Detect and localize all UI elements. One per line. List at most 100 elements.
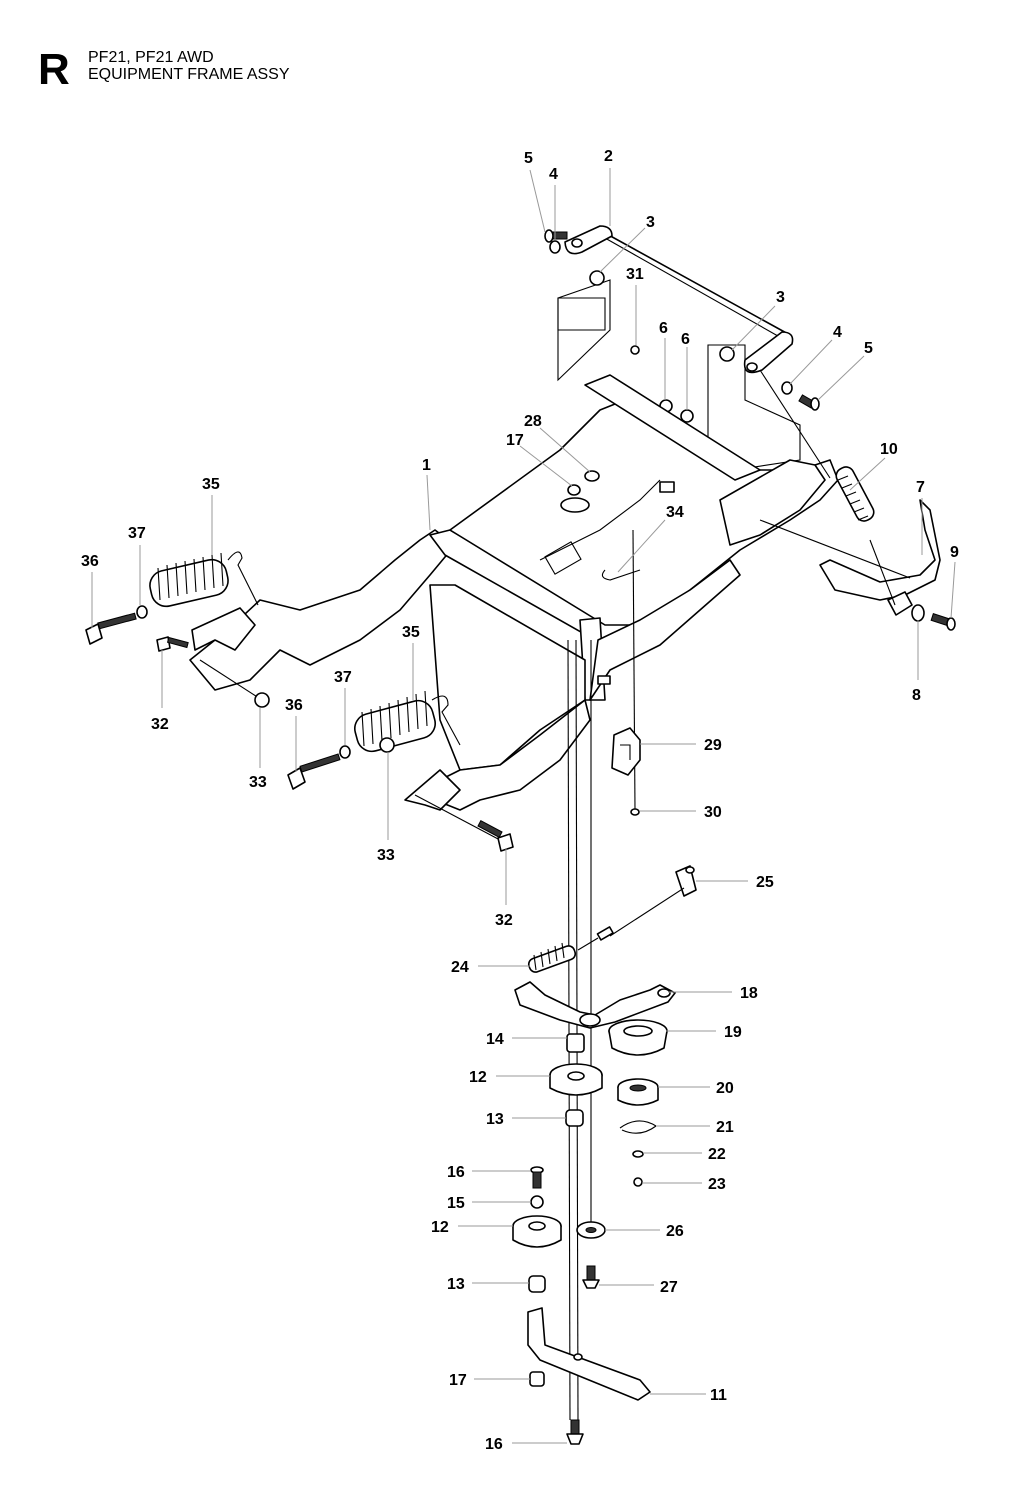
callout-2: 2 bbox=[604, 148, 613, 165]
leader-5b bbox=[817, 355, 865, 401]
leader-9 bbox=[950, 561, 956, 619]
frame-inner-rail bbox=[539, 479, 661, 561]
callout-7: 7 bbox=[916, 479, 925, 496]
callout-22: 22 bbox=[708, 1146, 726, 1163]
bracket-panel bbox=[557, 279, 611, 382]
pulley-12a-hub bbox=[567, 1071, 585, 1081]
frame-rear-crossbar bbox=[584, 374, 761, 481]
shaft-arm-right-hole bbox=[746, 362, 758, 372]
bolt-36a-shank bbox=[97, 612, 137, 630]
bolt-36a-head bbox=[85, 623, 103, 645]
screw-27-head bbox=[582, 1279, 600, 1289]
pulley-19-hub bbox=[623, 1025, 653, 1037]
washer-37b bbox=[339, 745, 351, 759]
spring-35b-hook bbox=[431, 695, 461, 746]
callout-21: 21 bbox=[716, 1119, 734, 1136]
leader-28 bbox=[539, 427, 591, 473]
pin-34 bbox=[601, 569, 641, 581]
shaft-arm-left-hole bbox=[571, 238, 583, 248]
callout-24: 24 bbox=[451, 959, 469, 976]
leader-3a bbox=[599, 227, 646, 273]
vertical-axis-left-edge bbox=[567, 639, 571, 1421]
lever-7 bbox=[819, 499, 941, 601]
shaft-rod bbox=[604, 232, 791, 336]
circlip-21 bbox=[619, 1120, 657, 1134]
nut-33b bbox=[379, 737, 395, 753]
callout-35: 35 bbox=[202, 476, 220, 493]
callout-34: 34 bbox=[666, 504, 684, 521]
bolt-36b-shank bbox=[299, 753, 341, 773]
shaft-rod-edge bbox=[604, 237, 786, 341]
pulley-12b-body bbox=[512, 1225, 562, 1248]
hardware-top-left bbox=[544, 229, 605, 286]
bracket-11 bbox=[527, 1307, 651, 1401]
pivot-axis-upper bbox=[199, 659, 263, 701]
callout-20: 20 bbox=[716, 1080, 734, 1097]
nut-17b bbox=[529, 1371, 545, 1387]
cable-wire-end bbox=[577, 937, 599, 951]
callout-3: 3 bbox=[776, 289, 785, 306]
spring-35a bbox=[149, 558, 229, 608]
pulley-12a-body bbox=[549, 1074, 603, 1096]
nut-33a bbox=[254, 692, 270, 708]
callout-9: 9 bbox=[950, 544, 959, 561]
left-spring-assembly-lower bbox=[287, 690, 514, 852]
frame-mount-plate bbox=[560, 497, 590, 513]
leader-34 bbox=[617, 519, 666, 573]
leader-17a bbox=[519, 445, 573, 487]
equipment-frame bbox=[189, 374, 839, 811]
screw-16b-thread bbox=[570, 1419, 580, 1435]
washer-4b bbox=[781, 381, 793, 395]
callout-6: 6 bbox=[681, 331, 690, 348]
clamp-29-slot bbox=[620, 744, 631, 760]
callout-12: 12 bbox=[431, 1219, 449, 1236]
shaft-arm-right bbox=[743, 331, 794, 374]
cable-anchor-bolt bbox=[685, 866, 695, 874]
callout-labels: 5 4 2 3 31 6 6 3 4 5 28 17 10 7 9 8 1 35… bbox=[81, 148, 959, 1453]
callout-10: 10 bbox=[880, 441, 898, 458]
callout-28: 28 bbox=[524, 413, 542, 430]
callout-4: 4 bbox=[549, 166, 558, 183]
callout-3: 3 bbox=[646, 214, 655, 231]
screw-16b-head bbox=[566, 1433, 584, 1445]
callout-6: 6 bbox=[659, 320, 668, 337]
callout-30: 30 bbox=[704, 804, 722, 821]
bushing-3b bbox=[719, 346, 735, 362]
washer-37a bbox=[136, 605, 148, 619]
bolt-30 bbox=[630, 808, 640, 816]
washer-8 bbox=[911, 604, 925, 622]
lever-tip bbox=[887, 591, 913, 616]
bracket-11-hole bbox=[573, 1353, 583, 1361]
callout-32: 32 bbox=[151, 716, 169, 733]
callout-27: 27 bbox=[660, 1279, 678, 1296]
screw-head-5b bbox=[810, 397, 820, 411]
bolt-23 bbox=[633, 1177, 643, 1187]
callout-17: 17 bbox=[449, 1372, 467, 1389]
pulley-19-body bbox=[608, 1030, 668, 1056]
washer-22 bbox=[632, 1150, 644, 1158]
callout-31: 31 bbox=[626, 266, 644, 283]
callout-35: 35 bbox=[402, 624, 420, 641]
cable-assembly bbox=[527, 865, 697, 973]
callout-12: 12 bbox=[469, 1069, 487, 1086]
frame-right-arm bbox=[589, 559, 741, 701]
leader-lines bbox=[91, 168, 956, 1444]
left-spring-assembly-upper bbox=[85, 551, 270, 708]
frame-front-brace bbox=[429, 584, 586, 771]
bearing-20-body bbox=[617, 1086, 659, 1106]
callout-5: 5 bbox=[524, 150, 533, 167]
callout-23: 23 bbox=[708, 1176, 726, 1193]
leader-1 bbox=[426, 474, 431, 531]
callout-16: 16 bbox=[485, 1436, 503, 1453]
pulley-stack-left bbox=[512, 1033, 603, 1293]
pivot-axis-lower bbox=[414, 794, 501, 841]
idler-arm-pivot bbox=[657, 988, 671, 998]
washer-15 bbox=[530, 1195, 544, 1209]
frame-inner-bracket bbox=[544, 541, 582, 575]
nut-31 bbox=[630, 345, 640, 355]
nut-28 bbox=[584, 470, 600, 482]
callout-4: 4 bbox=[833, 324, 842, 341]
callout-32: 32 bbox=[495, 912, 513, 929]
screw-thread-5a bbox=[552, 231, 568, 240]
